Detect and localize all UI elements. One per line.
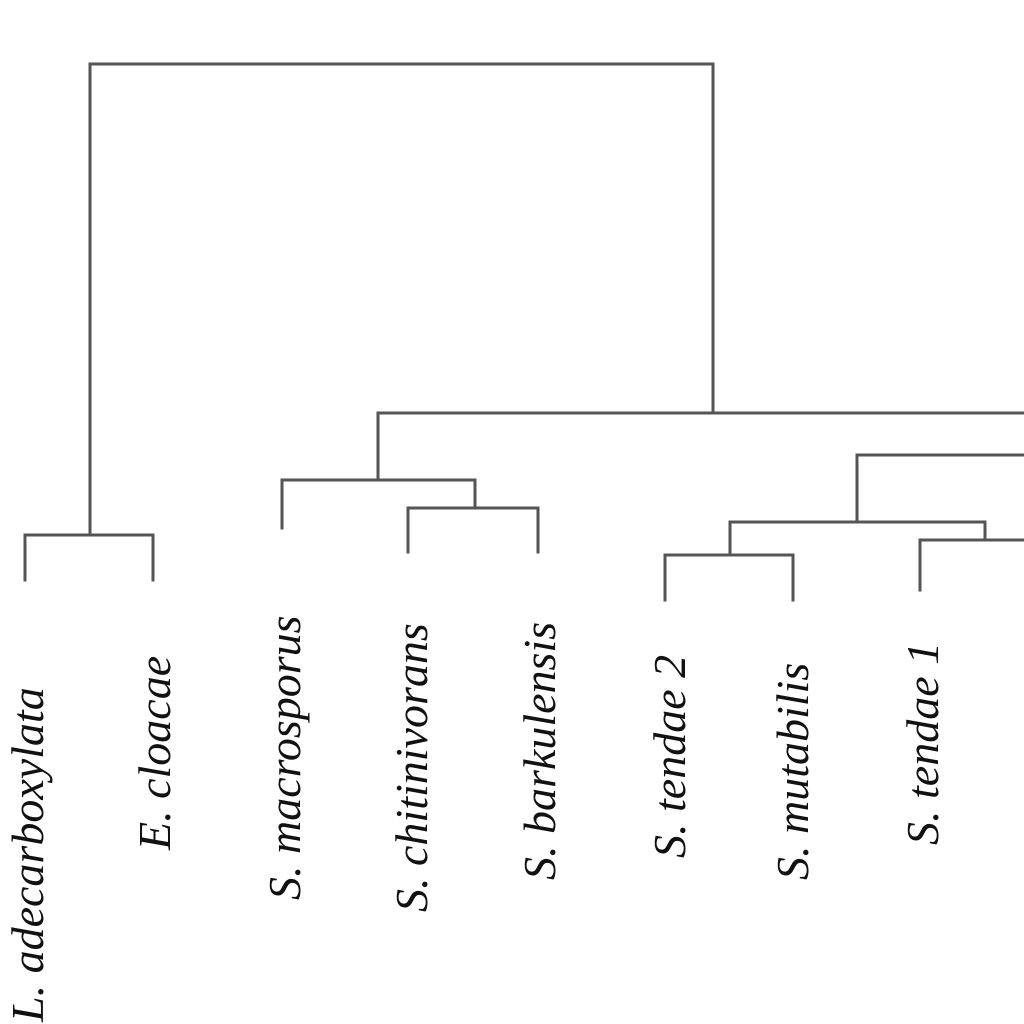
branch-macrosporus-clade	[280, 478, 477, 530]
leaf-label-s-macrosporus: S. macrosporus	[259, 615, 310, 900]
leaf-label-s-mutabilis: S. mutabilis	[767, 663, 818, 880]
branch-outgroup-pair	[23, 533, 155, 582]
branch-chitinivorans-barkulensis	[406, 506, 540, 554]
leaf-label-l-adecarboxylata: L. adecarboxylata	[2, 687, 53, 1023]
leaf-label-s-chitinivorans: S. chitinivorans	[386, 623, 437, 912]
branch-tendae-subclade	[728, 520, 987, 557]
leaf-label-s-barkulensis: S. barkulensis	[514, 622, 565, 880]
leaf-label-s-tendae-2: S. tendae 2	[644, 655, 695, 858]
leaf-label-e-cloacae: E. cloacae	[129, 656, 180, 851]
branch-tendae1-pair	[918, 538, 1024, 592]
leaf-label-s-tendae-1: S. tendae 1	[897, 642, 948, 845]
branch-tendae2-mutabilis	[663, 553, 795, 602]
branch-tendae-clade	[855, 453, 1024, 524]
branch-streptomyces-group	[376, 411, 1024, 482]
branch-root	[88, 62, 715, 537]
